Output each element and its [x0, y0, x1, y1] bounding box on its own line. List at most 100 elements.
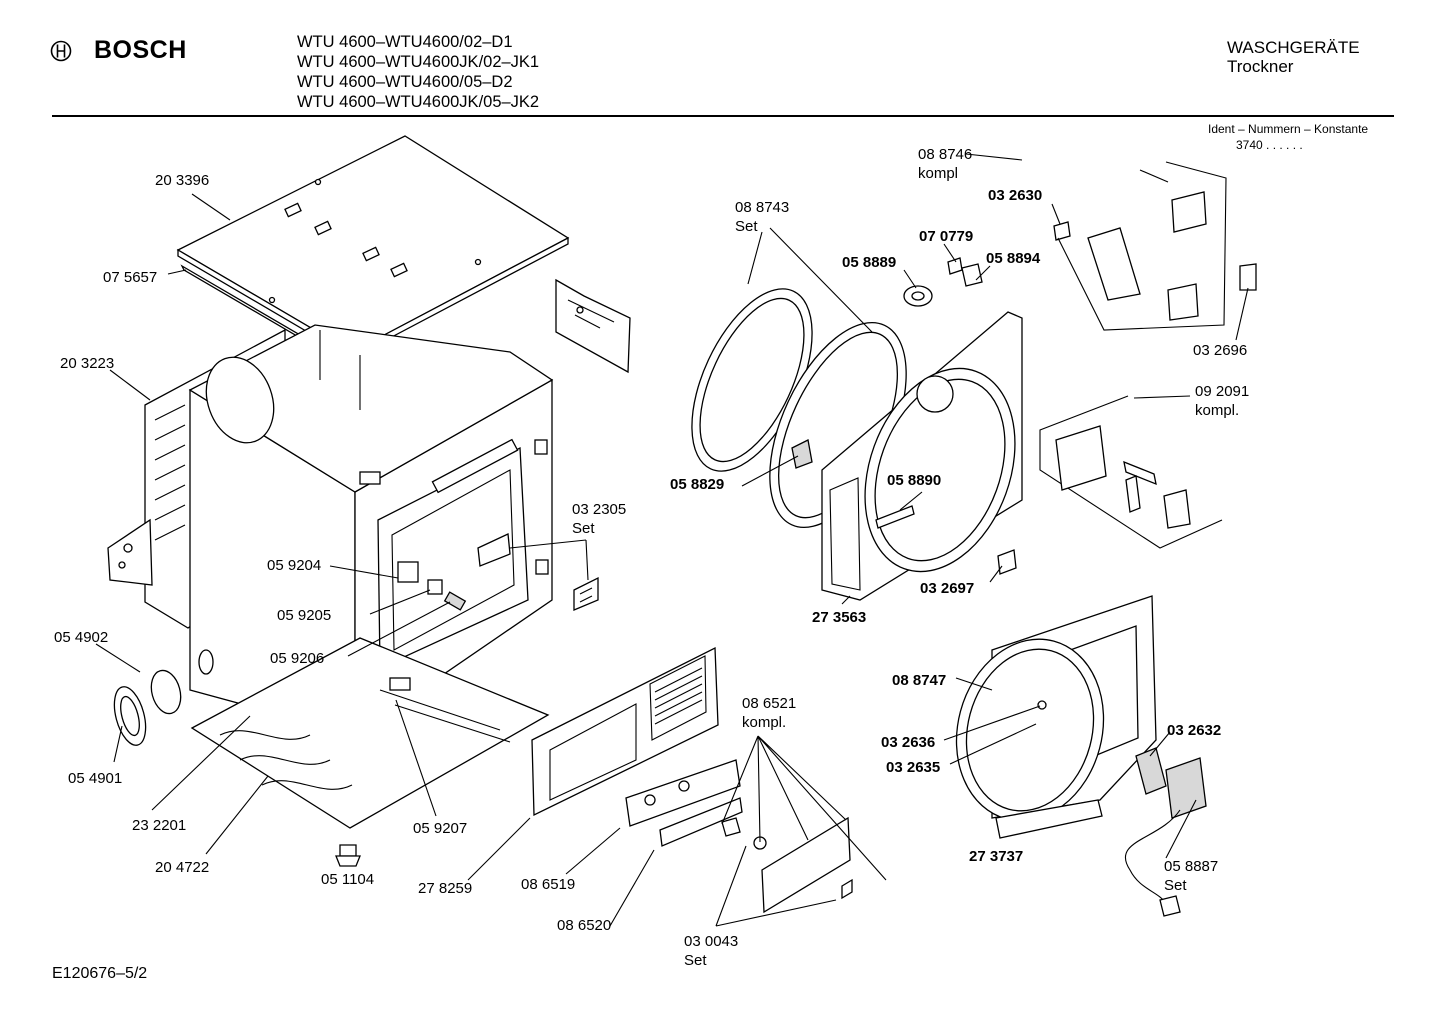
- svg-text:05 8829: 05 8829: [670, 476, 724, 493]
- svg-text:05 4901: 05 4901: [68, 770, 122, 787]
- door-lock-assembly: [1057, 161, 1257, 331]
- svg-text:05 9206: 05 9206: [270, 650, 324, 667]
- part-label: 05 8829: [670, 476, 724, 493]
- svg-text:05 9207: 05 9207: [413, 820, 467, 837]
- svg-text:27 8259: 27 8259: [418, 880, 472, 897]
- svg-text:03 2632: 03 2632: [1167, 722, 1221, 739]
- brand-logo: BOSCH: [50, 36, 187, 65]
- brand-name: BOSCH: [94, 36, 187, 64]
- part-label-suffix: Set: [572, 520, 595, 537]
- ident-block: Ident – Nummern – Konstante 3740 . . . .…: [1208, 121, 1368, 153]
- svg-text:07 0779: 07 0779: [919, 228, 973, 245]
- model-line: WTU 4600–WTU4600/05–D2: [297, 73, 513, 91]
- part-label: 08 6519: [521, 876, 575, 893]
- part-label: 05 8890: [887, 472, 941, 489]
- part-label: 27 3737: [969, 848, 1023, 865]
- part-label: 05 9207: [413, 820, 467, 837]
- part-label-suffix: Set: [1164, 877, 1187, 894]
- screw-foot: [335, 844, 361, 867]
- part-label: 05 9204: [267, 557, 321, 574]
- model-line: WTU 4600–WTU4600/02–D1: [297, 33, 513, 51]
- bosch-armature-icon: [50, 40, 72, 61]
- header-divider: [52, 115, 1394, 117]
- category-title: WASCHGERÄTE: [1227, 38, 1360, 57]
- cover-flap: [721, 816, 853, 914]
- part-label: 03 2305: [572, 501, 626, 518]
- seal-rings: [113, 669, 182, 746]
- svg-text:05 1104: 05 1104: [321, 871, 374, 888]
- mounting-bracket: [555, 278, 631, 374]
- part-label: 08 8746: [918, 146, 972, 163]
- svg-text:03 2635: 03 2635: [886, 759, 940, 776]
- part-label: 20 3396: [155, 172, 209, 189]
- part-label: 03 2632: [1167, 722, 1221, 739]
- svg-text:08 8747: 08 8747: [892, 672, 946, 689]
- svg-text:03 2636: 03 2636: [881, 734, 935, 751]
- svg-text:03 2697: 03 2697: [920, 580, 974, 597]
- part-label: 05 4901: [68, 770, 122, 787]
- part-label-suffix: kompl.: [742, 714, 786, 731]
- part-labels: 20 3396 07 5657 20 3223 05 4902 05 4901 …: [54, 146, 1249, 969]
- model-line: WTU 4600–WTU4600JK/02–JK1: [297, 53, 540, 71]
- part-label-suffix: kompl: [918, 165, 958, 182]
- part-label: 08 6521: [742, 695, 796, 712]
- part-label: 05 8887: [1164, 858, 1218, 875]
- part-label: 05 8889: [842, 254, 896, 271]
- ident-value: 3740 . . . . . .: [1236, 138, 1303, 152]
- svg-text:27 3737: 27 3737: [969, 848, 1023, 865]
- part-label: 20 3223: [60, 355, 114, 372]
- base-plate: [190, 637, 550, 829]
- small-components: [903, 221, 1071, 575]
- front-frame: [821, 311, 1023, 601]
- part-label: 23 2201: [132, 817, 186, 834]
- svg-text:08 6520: 08 6520: [557, 917, 611, 934]
- svg-text:03 2696: 03 2696: [1193, 342, 1247, 359]
- svg-text:05 9205: 05 9205: [277, 607, 331, 624]
- svg-text:07 5657: 07 5657: [103, 269, 157, 286]
- part-label: 07 5657: [103, 269, 157, 286]
- svg-text:03 2630: 03 2630: [988, 187, 1042, 204]
- door-handle: [1124, 747, 1207, 917]
- leader-lines: [95, 153, 1249, 927]
- part-label: 03 2696: [1193, 342, 1247, 359]
- category-block: WASCHGERÄTE Trockner: [1227, 38, 1360, 76]
- part-label: 27 8259: [418, 880, 472, 897]
- part-label: 05 1104: [321, 871, 374, 888]
- part-label: 03 2636: [881, 734, 935, 751]
- switch-parts: [389, 533, 599, 691]
- svg-text:05 8894: 05 8894: [986, 250, 1041, 267]
- switch-assembly: [1039, 395, 1223, 549]
- svg-text:23 2201: 23 2201: [132, 817, 186, 834]
- part-label: 03 2635: [886, 759, 940, 776]
- part-label: 27 3563: [812, 609, 866, 626]
- part-label: 03 2697: [920, 580, 974, 597]
- part-label-suffix: kompl.: [1195, 402, 1239, 419]
- part-label: 20 4722: [155, 859, 209, 876]
- part-label: 03 0043: [684, 933, 738, 950]
- part-label: 05 4902: [54, 629, 108, 646]
- ident-title: Ident – Nummern – Konstante: [1208, 122, 1369, 136]
- part-label: 07 0779: [919, 228, 973, 245]
- document-id: E120676–5/2: [52, 965, 148, 982]
- model-line: WTU 4600–WTU4600JK/05–JK2: [297, 93, 540, 111]
- door-assembly: [955, 595, 1157, 839]
- part-label: 05 9206: [270, 650, 324, 667]
- model-list: WTU 4600–WTU4600/02–D1 WTU 4600–WTU4600J…: [297, 32, 539, 112]
- part-label: 08 8747: [892, 672, 946, 689]
- svg-text:27 3563: 27 3563: [812, 609, 866, 626]
- part-label: 09 2091: [1195, 383, 1249, 400]
- svg-text:05 8890: 05 8890: [887, 472, 941, 489]
- top-cover: [176, 135, 570, 360]
- part-label: 05 8894: [986, 250, 1041, 267]
- filter-parts: [625, 759, 743, 847]
- lower-front-panel: [531, 646, 719, 817]
- svg-text:05 4902: 05 4902: [54, 629, 108, 646]
